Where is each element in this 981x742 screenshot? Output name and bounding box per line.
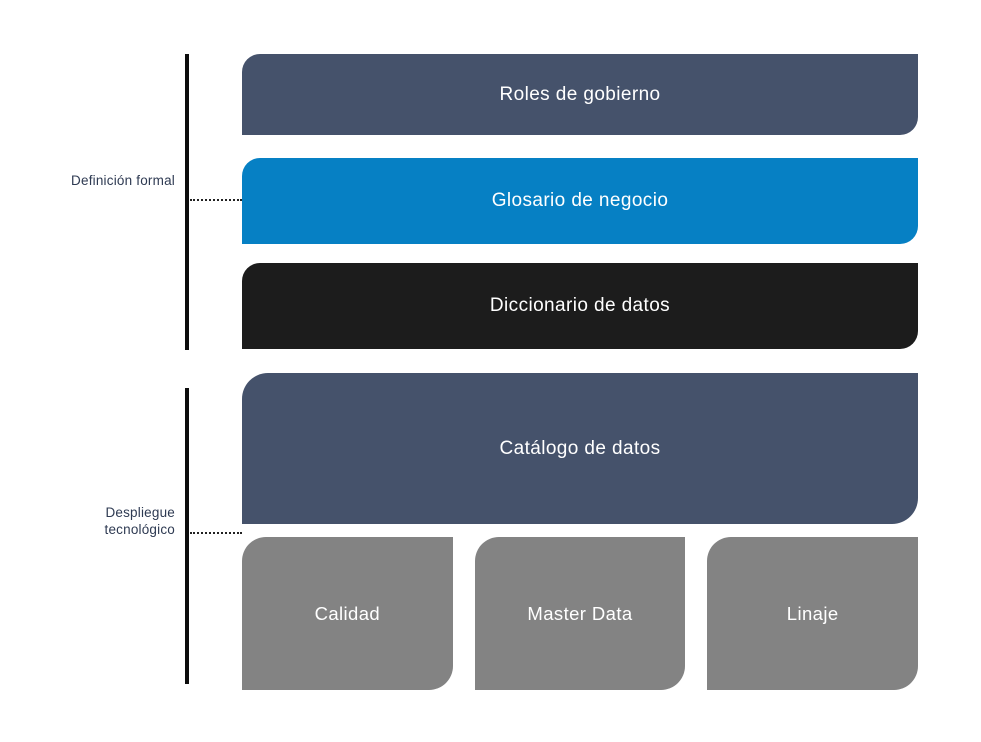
- box-label: Master Data: [527, 602, 633, 624]
- box-label: Glosario de negocio: [491, 190, 669, 211]
- box-glosario-de-negocio: Glosario de negocio: [242, 158, 918, 244]
- group-label-definicion-formal: Definición formal: [71, 173, 175, 188]
- box-calidad: Calidad: [242, 537, 453, 690]
- dotted-connector-despliegue-tecnologico: [190, 532, 242, 534]
- box-catalogo-de-datos: Catálogo de datos: [242, 373, 918, 524]
- group-label-line-2: tecnológico: [104, 522, 175, 537]
- box-diccionario-de-datos: Diccionario de datos: [242, 263, 918, 349]
- box-label: Linaje: [786, 602, 839, 624]
- group-label-despliegue-tecnologico: Despliegue tecnológico: [60, 504, 175, 538]
- box-master-data: Master Data: [474, 537, 686, 690]
- group-bar-despliegue-tecnologico: [185, 388, 189, 684]
- group-label-line-1: Despliegue: [105, 505, 175, 520]
- group-bar-definicion-formal: [185, 54, 189, 350]
- box-roles-de-gobierno: Roles de gobierno: [242, 54, 918, 135]
- box-linaje: Linaje: [707, 537, 919, 690]
- box-label: Catálogo de datos: [499, 437, 661, 459]
- dotted-connector-definicion-formal: [190, 199, 242, 201]
- deployment-sub-boxes-row: Calidad Master Data Linaje: [242, 537, 919, 690]
- box-label: Roles de gobierno: [499, 83, 661, 105]
- box-label: Diccionario de datos: [489, 295, 671, 316]
- box-label: Calidad: [314, 602, 381, 624]
